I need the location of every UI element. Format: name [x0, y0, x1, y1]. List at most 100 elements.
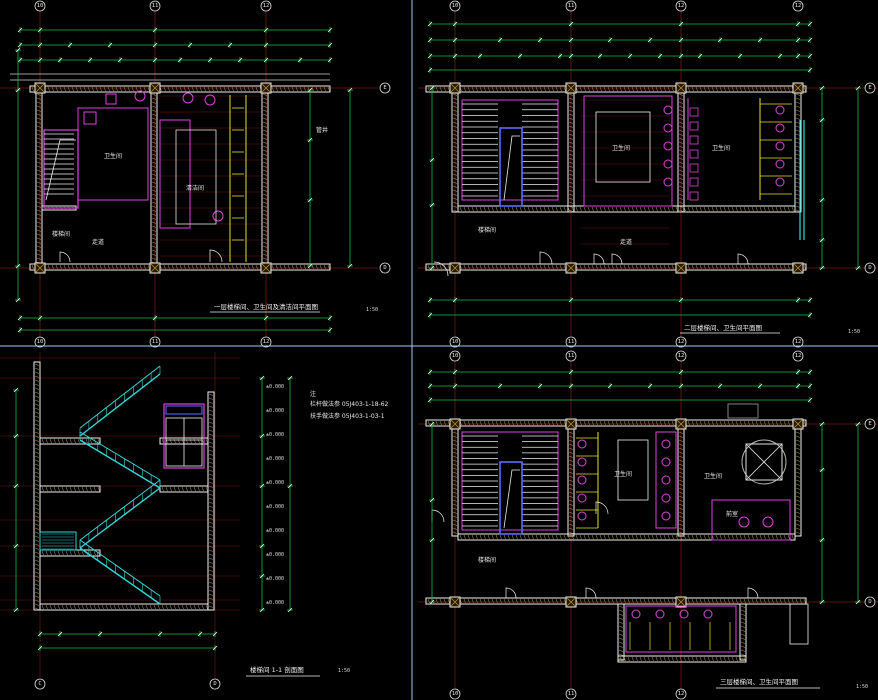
- hatch-line: [519, 206, 522, 212]
- hatch-line: [85, 486, 88, 492]
- hatch-line: [759, 86, 762, 92]
- hatch-line: [151, 185, 157, 188]
- hatch-line: [36, 101, 42, 104]
- dimension-slash: [259, 543, 265, 549]
- hatch-line: [34, 551, 40, 554]
- hatch-line: [635, 420, 638, 426]
- grid-bubble-circle: [792, 350, 804, 362]
- drawing-title: 三层楼梯间、卫生间平面图: [720, 677, 798, 686]
- hatch-line: [239, 264, 242, 270]
- dimension-slash: [347, 263, 353, 269]
- hatch-line: [787, 534, 790, 540]
- hatch-line: [783, 264, 786, 270]
- hatch-line: [151, 125, 157, 128]
- room-label: 前室: [726, 510, 738, 518]
- hatch-line: [647, 534, 650, 540]
- hatch-line: [151, 117, 157, 120]
- hatch-line: [568, 531, 574, 534]
- hatch-line: [467, 534, 470, 540]
- hatch-line: [655, 534, 658, 540]
- hatch-line: [34, 539, 40, 542]
- hatch-line: [262, 101, 268, 104]
- hatch-line: [427, 86, 430, 92]
- hatch-line: [151, 105, 157, 108]
- wall: [29, 263, 331, 271]
- stair-handrail-cyan: [79, 539, 161, 597]
- hatch-line: [491, 206, 494, 212]
- wall-hatch: [41, 604, 208, 610]
- hatch-line: [34, 467, 40, 470]
- pipe-shaft: [175, 129, 217, 225]
- hatch-line: [583, 420, 586, 426]
- dimension-slash: [427, 297, 433, 303]
- hatch-line: [34, 363, 40, 366]
- hatch-line: [795, 455, 801, 458]
- hatch-line: [452, 153, 458, 156]
- fixture-squat-pan: [775, 177, 785, 187]
- grid-bubble-label: 11: [568, 339, 575, 345]
- hatch-line: [627, 656, 630, 662]
- hatch-line: [627, 206, 630, 212]
- hatch-line: [678, 165, 684, 168]
- hatch-line: [147, 264, 150, 270]
- hatch-line: [803, 264, 806, 270]
- hatch-line: [615, 264, 618, 270]
- hatch-line: [511, 598, 514, 604]
- hatch-line: [467, 264, 470, 270]
- note-line: 栏杆做法参 05J403-1-18-62: [310, 400, 389, 408]
- dimension-slash: [429, 157, 435, 163]
- hatch-line: [208, 421, 214, 424]
- hatch-line: [487, 598, 490, 604]
- hatch-line: [743, 534, 746, 540]
- hatch-line: [547, 598, 550, 604]
- hatch-line: [591, 264, 594, 270]
- hatch-line: [463, 264, 466, 270]
- hatch-line: [579, 206, 582, 212]
- hatch-line: [61, 486, 64, 492]
- hatch-line: [699, 420, 702, 426]
- hatch-line: [139, 86, 142, 92]
- dimension-slash: [237, 57, 243, 63]
- hatch-line: [678, 197, 684, 200]
- grid-bubble: 10: [449, 688, 461, 700]
- hatch-line: [611, 206, 614, 212]
- hatch-line: [663, 598, 666, 604]
- note-heading: 注: [310, 390, 316, 398]
- hatch-line: [151, 101, 157, 104]
- hatch-line: [439, 86, 442, 92]
- hatch-line: [36, 193, 42, 196]
- hatch-line: [623, 598, 626, 604]
- hatch-line: [771, 86, 774, 92]
- hatch-line: [618, 633, 624, 636]
- hatch-line: [643, 264, 646, 270]
- hatch-line: [81, 486, 84, 492]
- dimension-slash: [819, 537, 825, 543]
- hatch-line: [678, 137, 684, 140]
- hatch-line: [787, 264, 790, 270]
- hatch-line: [483, 598, 486, 604]
- hatch-line: [715, 598, 718, 604]
- hatch-line: [731, 264, 734, 270]
- toilet-inner-wall: [617, 439, 649, 501]
- hatch-line: [34, 607, 40, 610]
- hatch-line: [707, 264, 710, 270]
- grid-bubble-label: 12: [678, 3, 685, 9]
- column-hatch: [449, 82, 461, 94]
- grid-bubble-circle: [675, 336, 687, 348]
- dimension-slash: [15, 47, 21, 53]
- hatch-line: [568, 503, 574, 506]
- hatch-line: [611, 420, 614, 426]
- hatch-line: [678, 443, 684, 446]
- hatch-line: [795, 181, 801, 184]
- hatch-line: [775, 206, 778, 212]
- hatch-line: [523, 420, 526, 426]
- hatch-line: [618, 649, 624, 652]
- grid-bubble-label: 12: [678, 353, 685, 359]
- hatch-line: [678, 145, 684, 148]
- hatch-line: [739, 420, 742, 426]
- hatch-line: [568, 125, 574, 128]
- fixture-urinal: [663, 141, 673, 151]
- hatch-line: [199, 264, 202, 270]
- hatch-line: [678, 491, 684, 494]
- grid-bubble-circle: [675, 0, 687, 12]
